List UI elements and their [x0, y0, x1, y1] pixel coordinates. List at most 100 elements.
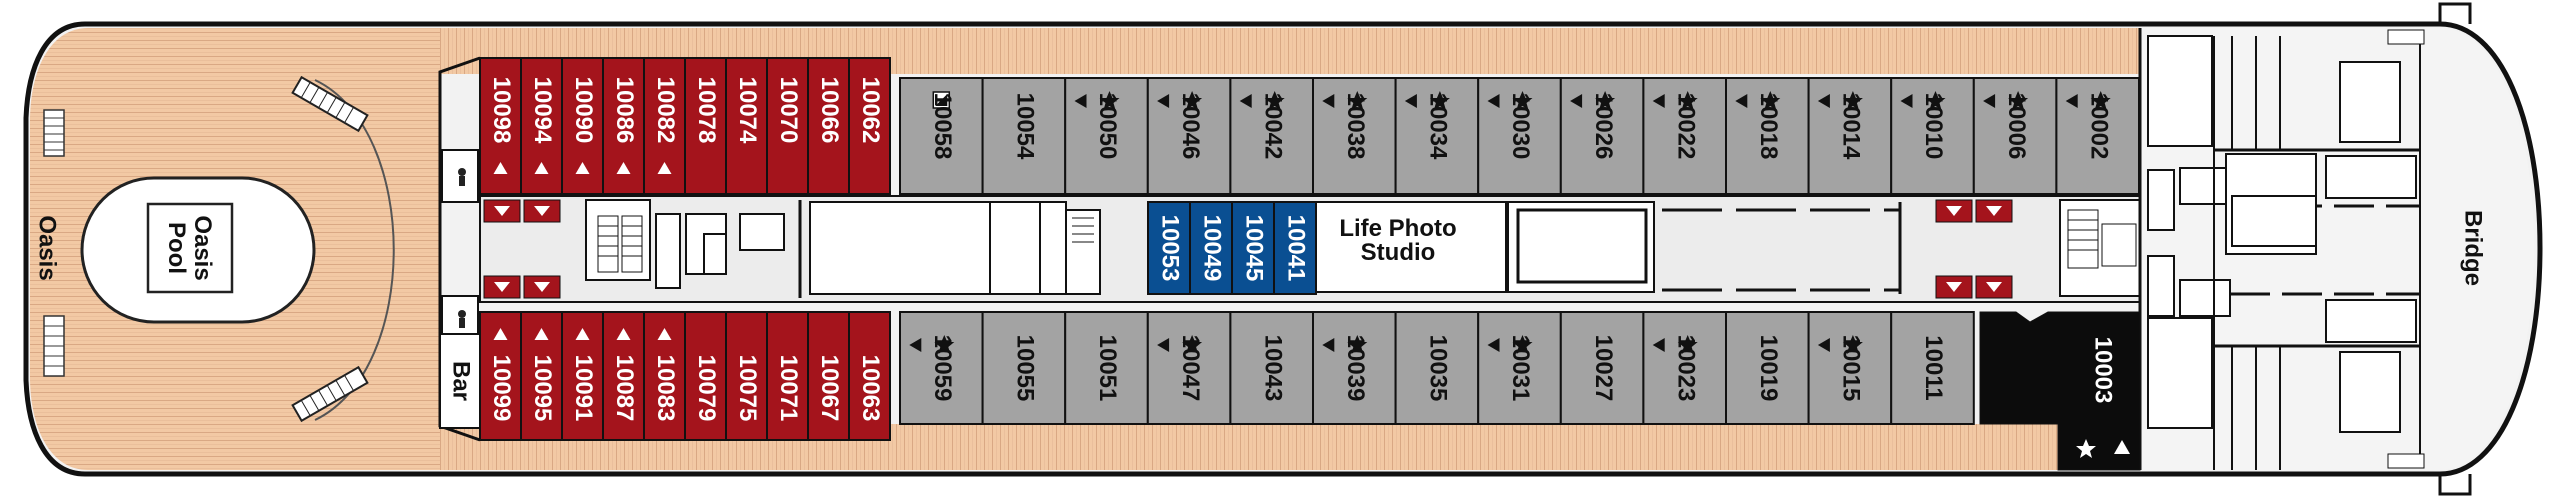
cabin-10006[interactable]: 10006 — [1972, 77, 2058, 195]
cabin-10053[interactable]: 10053 — [1147, 201, 1191, 295]
triangle-icon — [2114, 440, 2130, 454]
corridor-cabins-fwd — [1935, 199, 2013, 299]
cabin-10011[interactable]: 10011 — [1890, 311, 1975, 425]
cabin-number: 10018 — [1755, 93, 1782, 160]
bar-label: Bar — [448, 361, 475, 401]
cabin-10058[interactable]: 10058 — [899, 77, 984, 195]
cabin-number: 10002 — [2085, 93, 2112, 160]
cabin-10015[interactable]: 10015 — [1807, 311, 1893, 425]
oasis-label: Oasis — [34, 215, 61, 280]
cabin-10094[interactable]: 10094 — [520, 57, 563, 195]
cabin-number: 10035 — [1425, 335, 1452, 402]
cabin-number: 10006 — [2003, 93, 2030, 160]
cabin-10098[interactable]: 10098 — [479, 57, 522, 195]
cabin-number: 10043 — [1259, 335, 1286, 402]
cabin-10010[interactable]: 10010 — [1890, 77, 1975, 195]
cabin-number: 10086 — [611, 77, 638, 144]
cabin-10046[interactable]: 10046 — [1146, 77, 1232, 195]
cabin-10086[interactable]: 10086 — [602, 57, 645, 195]
cabin-10067[interactable]: 10067 — [807, 311, 850, 441]
cabin-10045[interactable]: 10045 — [1231, 201, 1275, 295]
cabin-number: 10070 — [775, 77, 802, 144]
cabin-number: 10031 — [1507, 335, 1534, 402]
cabin-number: 10034 — [1425, 93, 1452, 160]
cabin-number: 10054 — [1012, 93, 1039, 160]
fwd-stair-core — [2059, 199, 2141, 297]
cabin-number: 10019 — [1755, 335, 1782, 402]
bow-area — [2138, 2, 2534, 496]
cabin-number: 10078 — [693, 77, 720, 144]
cabin-10039[interactable]: 10039 — [1312, 311, 1397, 425]
cabin-10047[interactable]: 10047 — [1146, 311, 1232, 425]
cabin-10066[interactable]: 10066 — [807, 57, 850, 195]
cabin-10079[interactable]: 10079 — [684, 311, 727, 441]
aft-stair-core — [585, 199, 1101, 298]
cabin-10022[interactable]: 10022 — [1642, 77, 1728, 195]
cabin-10090[interactable]: 10090 — [561, 57, 604, 195]
cabin-10002[interactable]: 10002 — [2055, 77, 2140, 195]
elevator-icon — [458, 168, 466, 328]
cabin-number: 10045 — [1241, 215, 1268, 282]
cabin-10054[interactable]: 10054 — [981, 77, 1067, 195]
cabin-10071[interactable]: 10071 — [766, 311, 809, 441]
oasis-pool-label: OasisPool — [163, 215, 216, 280]
cabin-10078[interactable]: 10078 — [684, 57, 727, 195]
cabin-number: 10051 — [1094, 335, 1121, 402]
cabin-10038[interactable]: 10038 — [1312, 77, 1397, 195]
star-icon — [2076, 439, 2096, 458]
cabin-10018[interactable]: 10018 — [1725, 77, 1810, 195]
stern-vent-bottom — [43, 315, 65, 377]
cabin-10059[interactable]: 10059 — [899, 311, 984, 425]
cabin-number: 10041 — [1283, 215, 1310, 282]
cabin-10074[interactable]: 10074 — [725, 57, 768, 195]
cabin-10075[interactable]: 10075 — [725, 311, 768, 441]
cabin-10014[interactable]: 10014 — [1807, 77, 1893, 195]
cabin-10087[interactable]: 10087 — [602, 311, 645, 441]
cabin-10043[interactable]: 10043 — [1229, 311, 1315, 425]
cabin-10050[interactable]: 10050 — [1064, 77, 1149, 195]
oasis-pool-water — [146, 202, 234, 294]
cabin-number: 10049 — [1199, 215, 1226, 282]
cabin-10003[interactable]: 10003 — [2060, 314, 2138, 458]
cabin-10095[interactable]: 10095 — [520, 311, 563, 441]
cabin-number: 10087 — [611, 355, 638, 422]
cabin-10034[interactable]: 10034 — [1394, 77, 1480, 195]
cabin-10042[interactable]: 10042 — [1229, 77, 1315, 195]
cabin-10091[interactable]: 10091 — [561, 311, 604, 441]
cabin-10063[interactable]: 10063 — [848, 311, 891, 441]
cabin-number: 10098 — [488, 77, 515, 144]
cabin-number: 10047 — [1177, 335, 1204, 402]
cabin-number: 10090 — [570, 77, 597, 144]
cabin-10062[interactable]: 10062 — [848, 57, 891, 195]
cabin-number: 10027 — [1590, 335, 1617, 402]
cabin-10083[interactable]: 10083 — [643, 311, 686, 441]
aft-bulkhead — [438, 56, 481, 442]
cabin-number: 10050 — [1094, 93, 1121, 160]
cabin-10023[interactable]: 10023 — [1642, 311, 1728, 425]
cabin-10035[interactable]: 10035 — [1394, 311, 1480, 425]
cabin-10019[interactable]: 10019 — [1725, 311, 1810, 425]
cabin-10041[interactable]: 10041 — [1273, 201, 1317, 295]
aft-stairs-bottom — [291, 365, 369, 423]
aft-stairs-top — [291, 75, 369, 133]
cabin-number: 10091 — [570, 355, 597, 422]
cabin-number: 10039 — [1342, 335, 1369, 402]
cabin-10031[interactable]: 10031 — [1477, 311, 1562, 425]
cabin-number: 10067 — [816, 355, 843, 422]
mid-structures — [1309, 201, 1902, 294]
cabin-10026[interactable]: 10026 — [1559, 77, 1645, 195]
cabin-10082[interactable]: 10082 — [643, 57, 686, 195]
cabin-number: 10063 — [857, 355, 884, 422]
cabin-10055[interactable]: 10055 — [981, 311, 1067, 425]
cabin-10051[interactable]: 10051 — [1064, 311, 1149, 425]
cabin-number: 10038 — [1342, 93, 1369, 160]
cabin-10030[interactable]: 10030 — [1477, 77, 1562, 195]
cabin-10027[interactable]: 10027 — [1559, 311, 1645, 425]
cabin-10049[interactable]: 10049 — [1189, 201, 1233, 295]
cabin-number: 10023 — [1672, 335, 1699, 402]
cabin-10099[interactable]: 10099 — [479, 311, 522, 441]
cabin-10070[interactable]: 10070 — [766, 57, 809, 195]
